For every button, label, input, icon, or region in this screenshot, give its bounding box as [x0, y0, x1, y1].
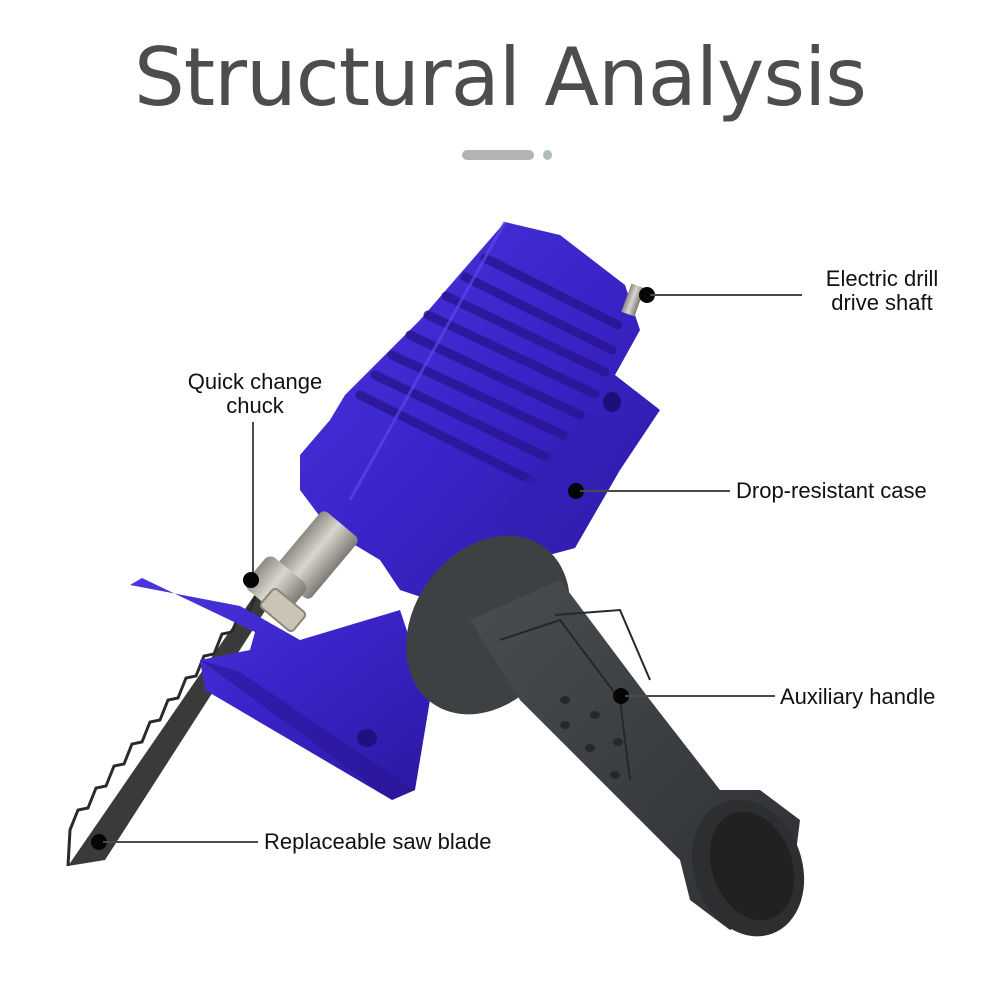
drop-resistant-case — [300, 221, 660, 610]
auxiliary-handle — [406, 535, 805, 937]
callout-label-line: Electric drill — [825, 266, 939, 291]
callout-dot — [639, 287, 655, 303]
callout-line — [625, 695, 775, 697]
title-divider-dot — [543, 150, 552, 160]
callout-line — [252, 422, 254, 574]
callout-line — [650, 294, 802, 296]
callout-label-blade: Replaceable saw blade — [264, 829, 492, 854]
callout-dot — [243, 572, 259, 588]
callout-label-case: Drop-resistant case — [736, 478, 927, 503]
callout-label-line: Quick change — [187, 369, 323, 394]
callout-label-chuck: Quick change chuck — [170, 370, 340, 418]
drive-shaft — [621, 283, 645, 317]
callout-line — [580, 490, 730, 492]
callout-label-drive-shaft: Electric drill drive shaft — [812, 267, 952, 315]
callout-dot — [568, 483, 584, 499]
callout-line — [103, 841, 258, 843]
saw-blade — [66, 589, 272, 867]
callout-dot — [91, 834, 107, 850]
page-title: Structural Analysis — [134, 31, 867, 124]
callout-label-line: drive shaft — [831, 290, 933, 315]
callout-label-handle: Auxiliary handle — [780, 684, 936, 709]
saw-shoe — [130, 578, 430, 800]
callout-label-line: chuck — [226, 393, 284, 418]
quick-change-chuck — [245, 511, 358, 633]
callout-dot — [613, 688, 629, 704]
title-divider-bar — [462, 150, 534, 160]
